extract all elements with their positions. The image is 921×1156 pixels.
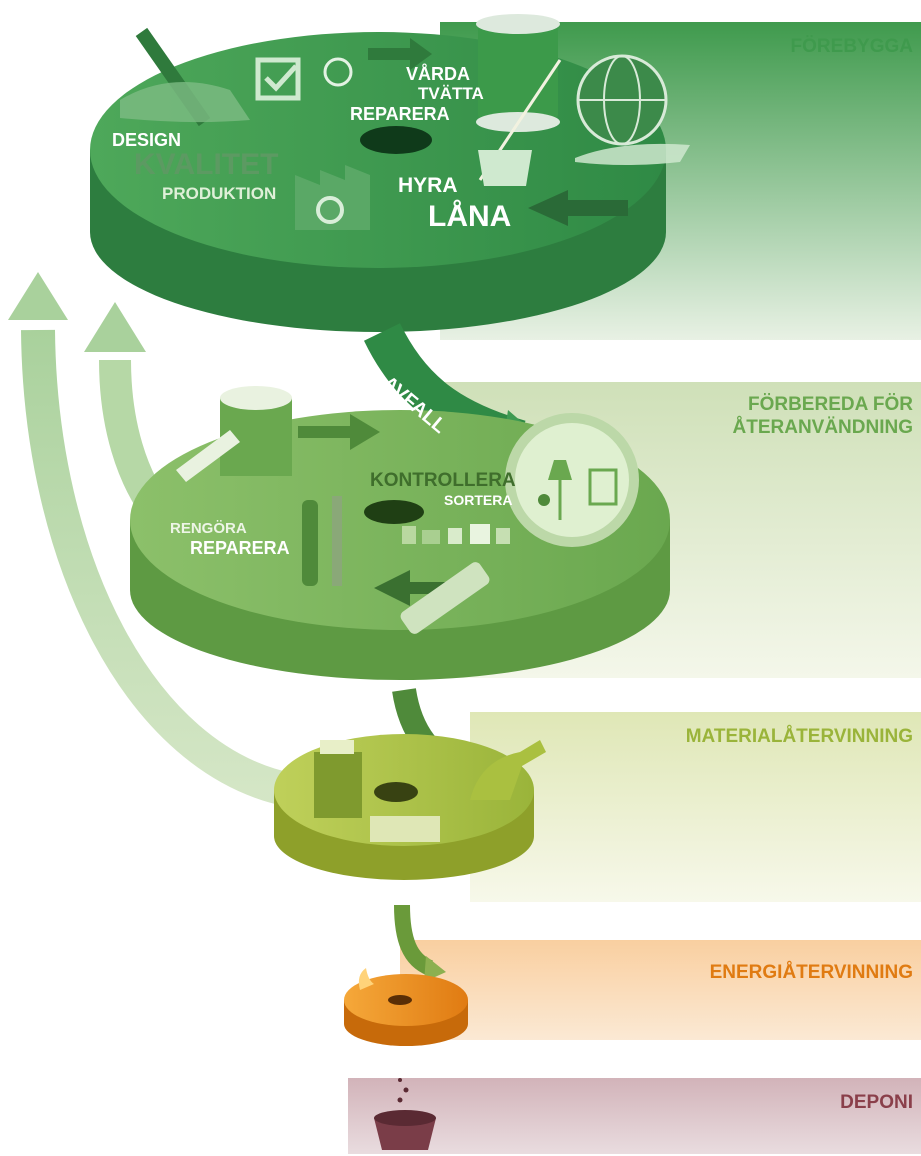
label-reparera-1: REPARERA [350, 104, 450, 124]
label-kvalitet: KVALITET [134, 148, 279, 181]
label-lana: LÅNA [428, 200, 512, 233]
truck-icon [370, 816, 440, 842]
paintbrush-icon [176, 430, 240, 482]
disc-materialatervinning [274, 734, 546, 880]
label-kontrollera: KONTROLLERA [370, 470, 516, 491]
sort-bar [402, 526, 416, 544]
level-label-materialatervinning: MATERIALÅTERVINNING [685, 726, 913, 747]
level-label-forbereda-line1: FÖRBEREDA FÖR [747, 394, 913, 415]
label-hyra: HYRA [398, 174, 458, 197]
disc2-hole [364, 500, 424, 524]
disc4-hole [388, 995, 412, 1005]
machine-icon [470, 740, 546, 800]
flame-icon [358, 968, 374, 990]
label-design: DESIGN [112, 130, 182, 150]
band-deponi: DEPONI [348, 1078, 921, 1154]
disc-forebygga [90, 14, 690, 332]
sort-bar [470, 524, 490, 544]
cycle-arrow-bottom-2 [374, 570, 460, 606]
level-label-forbereda-line2: ÅTERANVÄNDNING [732, 416, 914, 438]
level-label-deponi: DEPONI [840, 1092, 913, 1113]
lamp-icon [548, 460, 572, 480]
return-arrow-outer [8, 272, 294, 807]
sort-bar [422, 530, 440, 544]
magnifier-handle [400, 562, 490, 634]
level-label-forebygga: FÖREBYGGA [790, 36, 913, 57]
level-label-forbereda: FÖRBEREDA FÖR ÅTERANVÄNDNING [733, 394, 914, 440]
landfill-pot-icon [374, 1078, 436, 1150]
sort-bar [448, 528, 462, 544]
disc3-hole [374, 782, 418, 802]
screwdriver-icon [302, 500, 318, 586]
hand-globe-icon [575, 143, 690, 165]
cycle-arrow-top [368, 38, 432, 70]
thread-spool-icon [478, 22, 558, 122]
box-icon [320, 740, 354, 754]
chair-icon [588, 468, 618, 506]
label-varda: VÅRDA [406, 64, 471, 84]
label-rengora: RENGÖRA [170, 520, 247, 537]
label-reparera-2: REPARERA [190, 538, 290, 558]
label-produktion: PRODUKTION [162, 184, 277, 203]
band-energiatervinning: ENERGIÅTERVINNING [400, 940, 921, 1040]
cycle-arrow-top-2 [298, 414, 380, 450]
recycling-bin-icon [314, 752, 362, 818]
gear-icon [316, 196, 344, 224]
sort-bar [496, 528, 510, 544]
disc-forbereda [130, 386, 670, 680]
wrench-icon [332, 496, 342, 586]
wash-basin-icon [478, 150, 532, 186]
checkbox-icon [255, 57, 301, 101]
label-tvatta: TVÄTTA [418, 84, 484, 103]
level-label-energiatervinning: ENERGIÅTERVINNING [709, 962, 913, 983]
disc1-hole [360, 126, 432, 154]
disc-energiatervinning [344, 968, 468, 1046]
hand-icon [120, 82, 250, 123]
label-sortera: SORTERA [444, 492, 513, 508]
lightbulb-icon [323, 57, 353, 87]
cycle-arrow-bottom [528, 190, 628, 226]
band-materialatervinning: MATERIALÅTERVINNING [470, 712, 921, 902]
flow-arrow-3 [394, 904, 446, 982]
